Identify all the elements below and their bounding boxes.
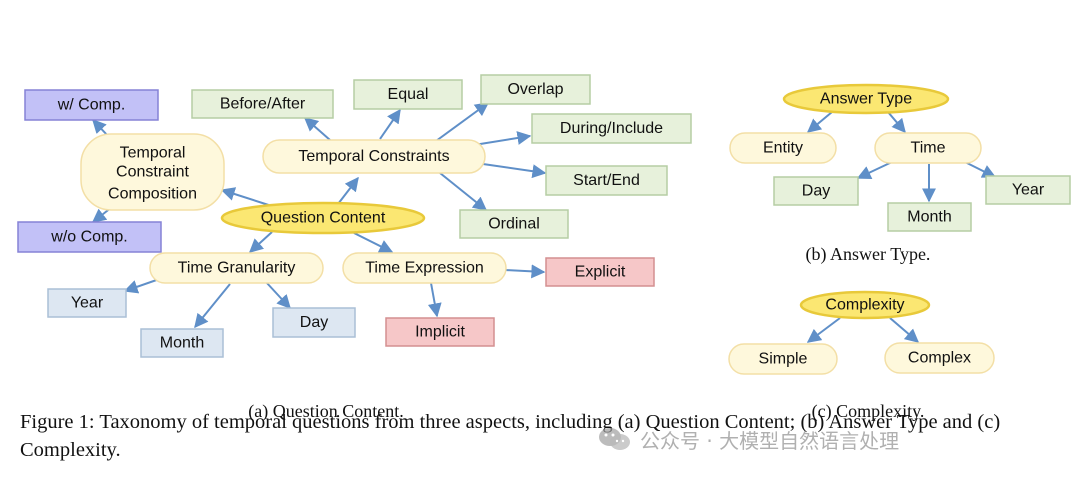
node-time-granularity: Time Granularity (149, 252, 324, 284)
node-with-comp-label: w/ Comp. (57, 97, 126, 114)
edge-constraints-to-before-after (303, 117, 331, 141)
node-answer-year-label: Year (1012, 182, 1045, 199)
node-explicit: Explicit (545, 257, 655, 287)
edge-root-to-time-expression (353, 232, 394, 253)
node-equal: Equal (353, 79, 463, 110)
edge-time-to-day (856, 161, 893, 179)
node-day: Day (272, 307, 356, 338)
edge-complexity-to-complex (889, 317, 920, 343)
figure-caption: Figure 1: Taxonomy of temporal questions… (20, 411, 1001, 461)
node-explicit-label: Explicit (575, 264, 626, 281)
node-start-end-label: Start/End (573, 172, 640, 189)
node-entity: Entity (729, 132, 837, 164)
caption-complexity: (c) Complexity. (812, 401, 925, 422)
edge-constraints-to-during-include (473, 131, 532, 146)
node-answer-day-label: Day (802, 183, 830, 200)
node-temporal-constraint-composition-line2: Constraint (116, 164, 189, 181)
edge-expression-to-implicit (427, 282, 442, 318)
node-complex-label: Complex (908, 350, 971, 367)
edge-constraints-to-start-end (482, 163, 547, 179)
node-time-expression: Time Expression (342, 252, 507, 284)
node-temporal-constraints-label: Temporal Constraints (298, 148, 449, 165)
edge-root-to-temporal-constraints (337, 176, 359, 205)
node-temporal-constraints: Temporal Constraints (262, 139, 486, 174)
node-during-include-label: During/Include (560, 120, 663, 137)
wechat-icon (599, 428, 630, 450)
node-month: Month (140, 328, 224, 358)
edge-constraints-to-ordinal (439, 172, 488, 211)
caption-question-content: (a) Question Content. (248, 401, 403, 422)
node-equal-label: Equal (388, 86, 429, 103)
edge-answer-type-to-entity (806, 111, 833, 133)
node-start-end: Start/End (545, 165, 668, 196)
caption-answer-type: (b) Answer Type. (806, 244, 931, 265)
node-implicit-label: Implicit (415, 324, 465, 341)
edge-expression-to-explicit (504, 264, 546, 279)
node-complex: Complex (884, 342, 995, 374)
node-answer-month: Month (887, 202, 972, 232)
watermark-text: 公众号 · 大模型自然语言处理 (640, 428, 900, 453)
node-ordinal-label: Ordinal (488, 216, 540, 233)
node-answer-type: Answer Type (782, 83, 950, 115)
node-temporal-constraint-composition-line1: Temporal (120, 145, 186, 162)
node-implicit: Implicit (385, 317, 495, 347)
answer-type-nodes: Answer Type Entity Time Day Month Year (729, 83, 1071, 232)
node-temporal-constraint-composition-line3: Composition (108, 186, 197, 203)
edge-complexity-to-simple (806, 317, 841, 343)
node-question-content: Question Content (220, 201, 426, 235)
edge-granularity-to-month (194, 283, 231, 329)
node-complexity-label: Complexity (825, 297, 904, 314)
node-question-content-label: Question Content (261, 210, 386, 227)
edge-composition-to-with-comp (92, 118, 109, 137)
node-before-after-label: Before/After (220, 96, 306, 113)
node-temporal-constraint-composition: Temporal Constraint Composition (80, 133, 225, 211)
node-day-label: Day (300, 314, 328, 331)
complexity-nodes: Complexity Simple Complex (728, 290, 995, 375)
node-entity-label: Entity (763, 140, 803, 157)
complexity-edges (806, 317, 920, 343)
node-simple-label: Simple (759, 351, 808, 368)
edge-answer-type-to-time (887, 111, 906, 134)
node-without-comp-label: w/o Comp. (50, 229, 127, 246)
edge-constraints-to-equal (379, 108, 401, 140)
node-time-granularity-label: Time Granularity (178, 260, 296, 277)
node-simple: Simple (728, 343, 838, 375)
edge-root-to-time-granularity (248, 231, 273, 253)
node-year: Year (47, 288, 127, 318)
node-overlap-label: Overlap (507, 81, 563, 98)
node-ordinal: Ordinal (459, 209, 569, 239)
node-answer-month-label: Month (907, 209, 951, 226)
node-month-label: Month (160, 335, 204, 352)
node-time: Time (874, 132, 982, 164)
question-content-nodes: Temporal Constraint Composition w/ Comp.… (17, 74, 692, 358)
node-year-label: Year (71, 295, 104, 312)
watermark: 公众号 · 大模型自然语言处理 (596, 424, 899, 454)
answer-type-edges (806, 111, 997, 203)
node-time-expression-label: Time Expression (365, 260, 484, 277)
edge-time-to-year (964, 161, 997, 178)
node-answer-day: Day (773, 176, 859, 206)
node-overlap: Overlap (480, 74, 591, 105)
node-answer-type-label: Answer Type (820, 91, 912, 108)
edge-granularity-to-day (265, 281, 291, 310)
node-with-comp: w/ Comp. (24, 89, 159, 121)
node-complexity: Complexity (799, 290, 931, 320)
node-during-include: During/Include (531, 113, 692, 144)
edge-constraints-to-overlap (435, 102, 490, 142)
node-time-label: Time (911, 140, 946, 157)
node-without-comp: w/o Comp. (17, 221, 162, 253)
node-answer-year: Year (985, 175, 1071, 205)
node-before-after: Before/After (191, 89, 334, 119)
